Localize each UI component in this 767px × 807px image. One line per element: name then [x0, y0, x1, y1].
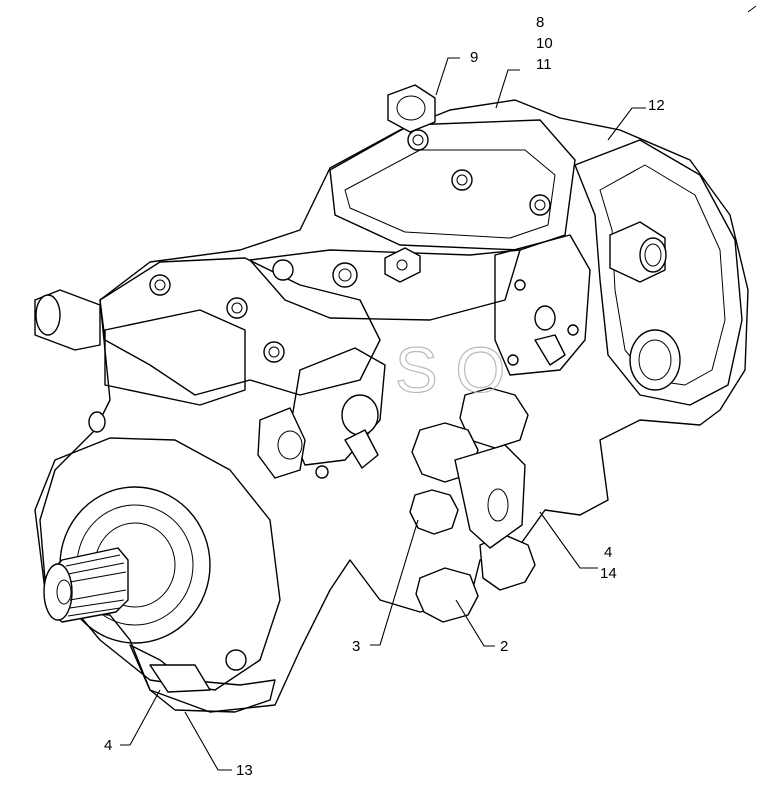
callout-2: 2 — [500, 638, 508, 655]
top-cap-fitting — [387, 84, 436, 133]
callout-12: 12 — [648, 97, 665, 114]
callout-3: 3 — [352, 638, 360, 655]
corner-mark — [747, 5, 757, 13]
pump-body — [34, 99, 749, 713]
callout-13: 13 — [236, 762, 253, 779]
control-valve-right — [494, 234, 591, 376]
callout-4-left: 4 — [104, 737, 112, 754]
leader-lines — [120, 57, 646, 771]
callout-11: 11 — [536, 56, 552, 73]
pressure-fitting-right — [609, 221, 667, 283]
callout-10: 10 — [536, 35, 553, 52]
watermark-text: S O — [395, 334, 505, 406]
bolt-heads — [88, 129, 681, 671]
left-side-fitting — [34, 289, 101, 351]
control-valve-left — [257, 347, 386, 479]
callout-labels: 8 10 11 9 12 4 14 2 3 4 13 — [104, 14, 665, 779]
callout-9: 9 — [470, 49, 478, 66]
hex-plugs — [409, 387, 536, 623]
callout-8: 8 — [536, 14, 544, 31]
callout-4-right: 4 — [604, 544, 612, 561]
callout-14: 14 — [600, 565, 617, 582]
